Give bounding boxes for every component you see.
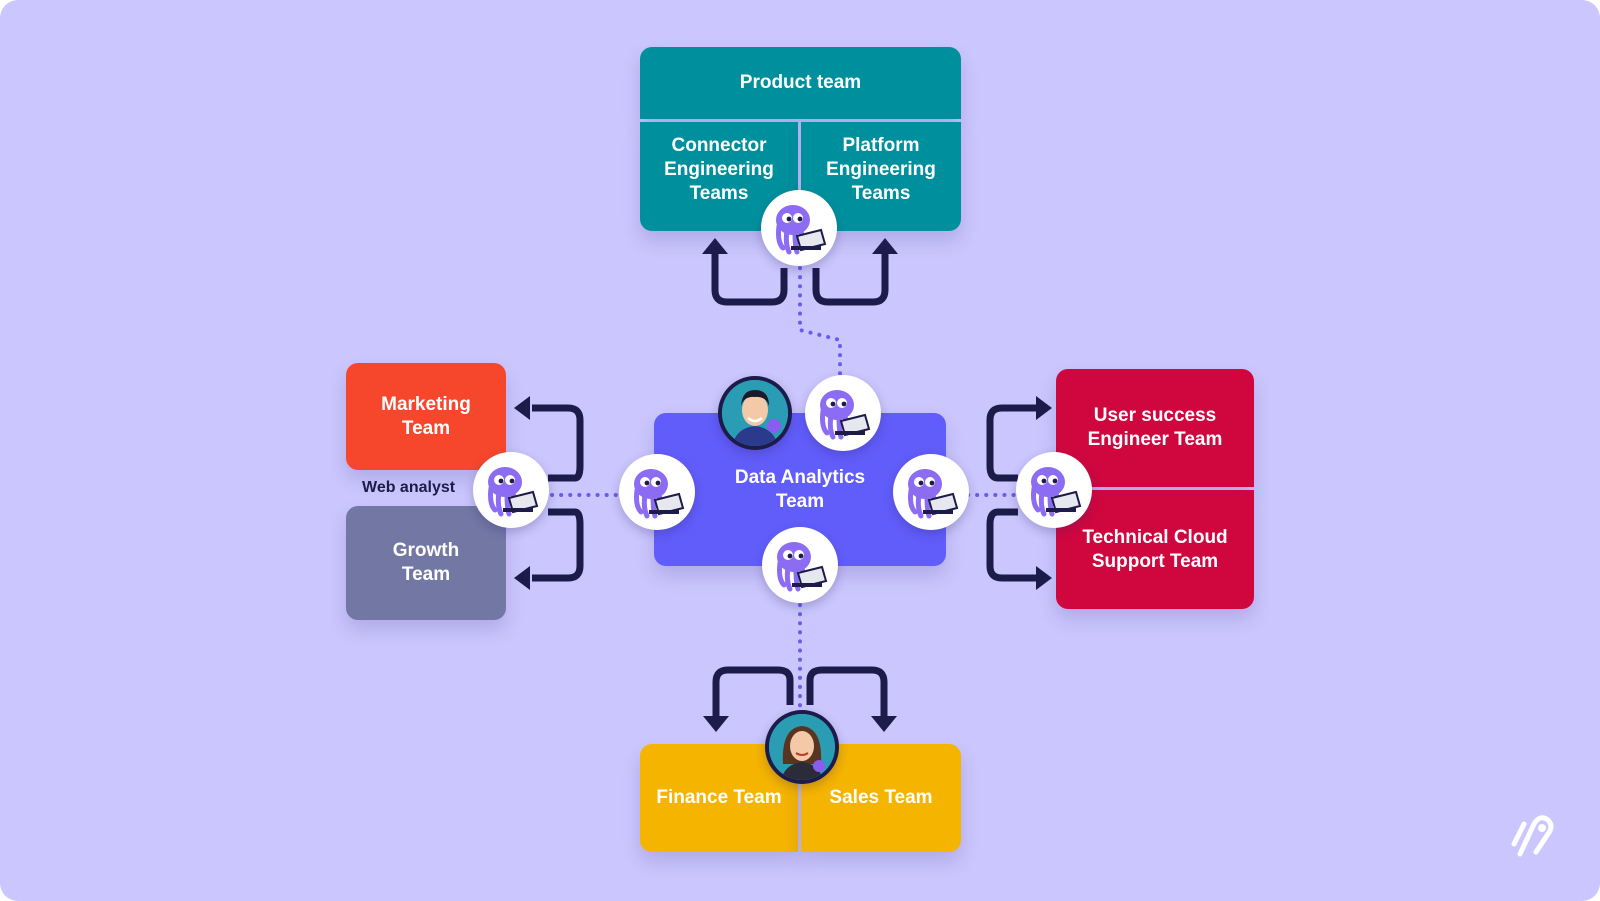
web-analyst-label: Web analyst [362, 479, 456, 496]
arrowhead-user-success [1036, 396, 1052, 420]
arrowhead-marketing [514, 396, 530, 420]
user-success-label: User success Engineer Team [1087, 405, 1223, 450]
tech-support-label: Technical Cloud Support Team [1082, 526, 1228, 572]
arrowhead-platform [872, 238, 898, 254]
product-team-header: Product team [640, 47, 961, 119]
octopus-laptop-icon [805, 375, 881, 451]
arrowhead-sales [871, 716, 897, 732]
product-team-label: Product team [739, 72, 862, 93]
tech-support-box: Technical Cloud Support Team [1056, 490, 1254, 609]
analyst-avatar-female-photo [769, 714, 835, 780]
sales-team-box: Sales Team [801, 744, 961, 852]
octopus-laptop-icon [761, 190, 837, 266]
octopus-laptop-icon [473, 452, 549, 528]
arrow-to-finance [712, 666, 794, 718]
analyst-avatar-female [765, 710, 839, 784]
growth-team-label: Growth Team [392, 540, 460, 585]
arrow-to-tech-support [986, 508, 1038, 582]
octopus-laptop-icon [619, 454, 695, 530]
arrow-to-platform [812, 250, 889, 306]
analyst-avatar [718, 376, 792, 450]
arrowhead-connector [702, 238, 728, 254]
data-analytics-label: Data Analytics Team [734, 466, 866, 512]
airbyte-logo-icon [1500, 808, 1556, 864]
arrow-to-connector [711, 250, 788, 306]
marketing-team-label: Marketing Team [381, 393, 471, 439]
arrowhead-finance [703, 716, 729, 732]
growth-team-box: Growth Team [346, 506, 506, 620]
user-success-box: User success Engineer Team [1056, 369, 1254, 487]
arrow-to-sales [806, 666, 888, 718]
man-portrait-icon [722, 380, 788, 446]
octopus-laptop-icon [893, 454, 969, 530]
woman-portrait-icon [769, 714, 835, 780]
marketing-team-box: Marketing Team [346, 363, 506, 470]
finance-team-label: Finance Team [656, 787, 782, 808]
arrow-to-marketing [532, 404, 584, 482]
platform-engineering-label: Platform Engineering Teams [826, 134, 936, 204]
connector-engineering-label: Connector Engineering Teams [664, 134, 774, 204]
sales-team-label: Sales Team [829, 787, 933, 808]
octopus-laptop-icon [1016, 452, 1092, 528]
arrowhead-tech-support [1036, 566, 1052, 590]
dotted-link-top [798, 266, 842, 377]
octopus-laptop-icon [762, 527, 838, 603]
arrow-to-user-success [986, 404, 1038, 482]
arrowhead-growth [514, 566, 530, 590]
connector-engineering-box: Connector Engineering Teams [640, 122, 798, 231]
analyst-avatar-photo [722, 380, 788, 446]
finance-team-box: Finance Team [640, 744, 798, 852]
arrow-to-growth [532, 508, 584, 582]
